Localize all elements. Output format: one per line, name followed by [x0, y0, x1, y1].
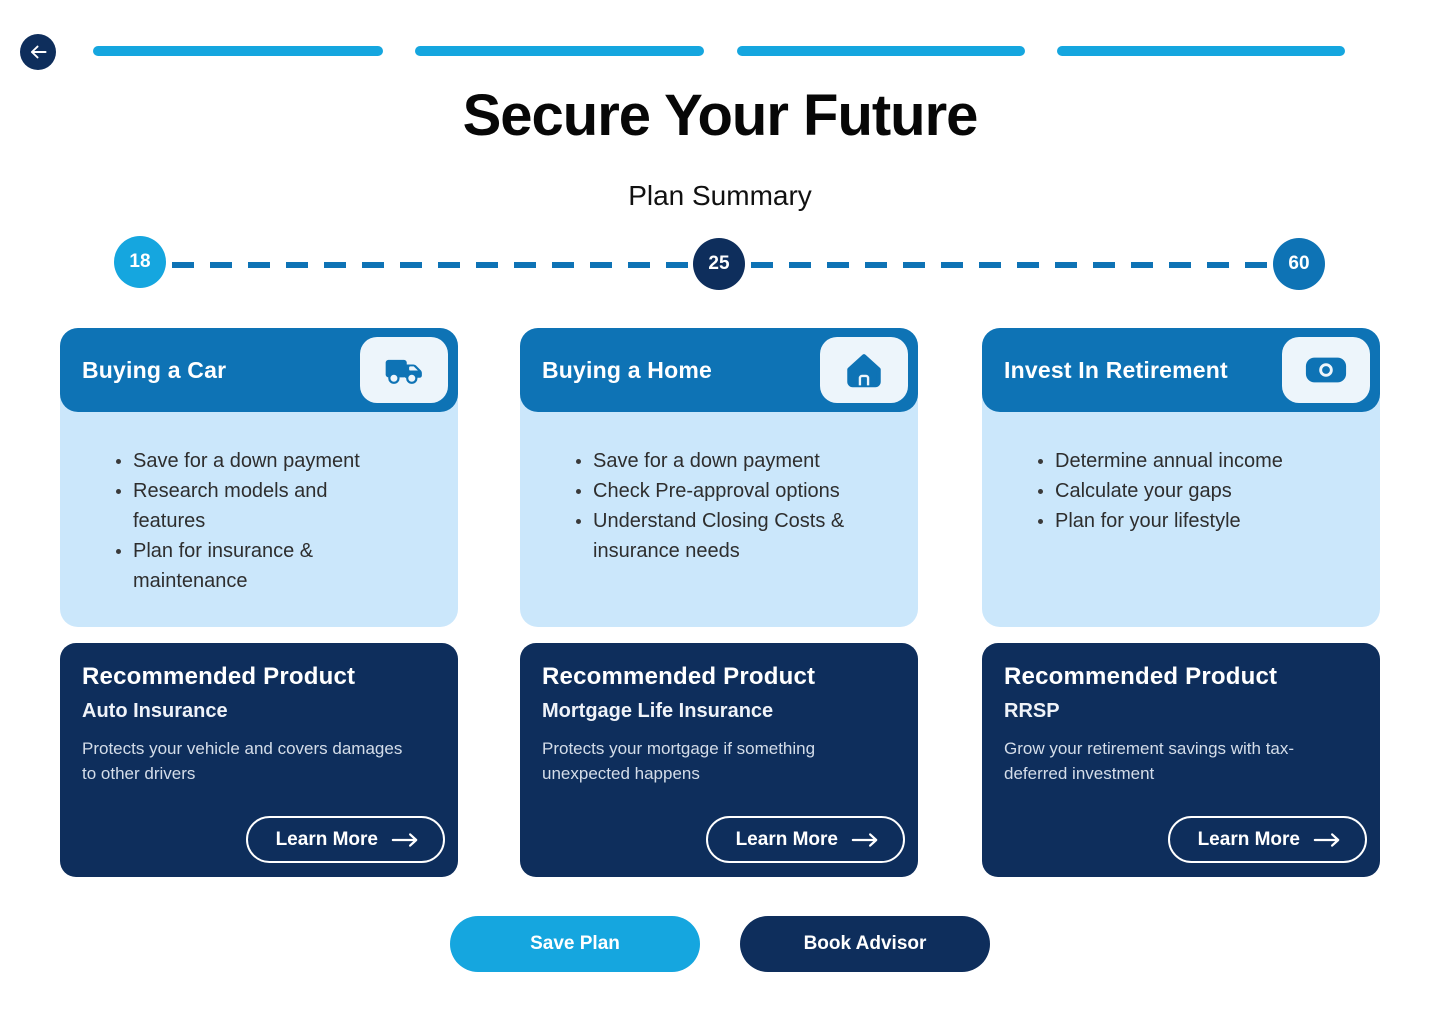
goal-bullet: Plan for insurance & maintenance — [116, 536, 381, 596]
goal-bullet: Research models and features — [116, 476, 381, 536]
goal-icon-box — [1282, 337, 1370, 403]
goal-bullet: Determine annual income — [1038, 446, 1345, 476]
timeline-node-age-60: 60 — [1273, 238, 1325, 290]
goal-card-title: Invest In Retirement — [1004, 356, 1228, 383]
timeline-node-age-18: 18 — [114, 236, 166, 288]
progress-bar-segment-3 — [737, 46, 1025, 56]
arrow-right-icon — [851, 832, 879, 848]
goal-bullet: Save for a down payment — [116, 446, 381, 476]
recommended-product-name: Mortgage Life Insurance — [542, 700, 774, 722]
recommended-heading: Recommended Product — [542, 663, 816, 690]
timeline-dashed-connector — [751, 262, 1269, 268]
money-icon — [1304, 354, 1348, 386]
recommended-description: Protects your vehicle and covers damages… — [82, 739, 403, 783]
learn-more-label: Learn More — [1197, 828, 1300, 850]
learn-more-label: Learn More — [735, 828, 838, 850]
goal-card-title: Buying a Home — [542, 356, 713, 383]
progress-bar-segment-4 — [1057, 46, 1345, 56]
goal-bullet-list: Save for a down payment Research models … — [60, 412, 458, 627]
page-subtitle: Plan Summary — [628, 180, 812, 211]
goal-bullet: Check Pre-approval options — [576, 476, 865, 506]
goal-bullet: Calculate your gaps — [1038, 476, 1345, 506]
recommended-description: Grow your retirement savings with tax-de… — [1004, 739, 1295, 783]
recommended-card-auto-insurance: Recommended Product Auto Insurance Prote… — [60, 643, 458, 877]
recommended-heading: Recommended Product — [1004, 663, 1278, 690]
goal-bullet: Understand Closing Costs & insurance nee… — [576, 506, 865, 566]
goal-card-buying-a-car: Save for a down payment Research models … — [60, 328, 458, 627]
learn-more-button[interactable]: Learn More — [705, 816, 905, 863]
back-arrow-icon — [30, 45, 47, 59]
goal-card-buying-a-home: Save for a down payment Check Pre-approv… — [520, 328, 918, 627]
timeline-node-age-25: 25 — [693, 238, 745, 290]
timeline-dashed-connector — [172, 262, 688, 268]
arrow-right-icon — [1313, 832, 1341, 848]
truck-icon — [382, 352, 426, 388]
goal-bullet-list: Save for a down payment Check Pre-approv… — [520, 412, 918, 627]
goal-icon-box — [360, 337, 448, 403]
save-plan-button[interactable]: Save Plan — [450, 916, 700, 972]
learn-more-button[interactable]: Learn More — [245, 816, 445, 863]
arrow-right-icon — [391, 832, 419, 848]
home-icon — [844, 351, 884, 389]
page-title: Secure Your Future — [462, 83, 979, 148]
learn-more-button[interactable]: Learn More — [1167, 816, 1367, 863]
recommended-heading: Recommended Product — [82, 663, 356, 690]
progress-bar-segment-1 — [93, 46, 383, 56]
recommended-card-mortgage-life-insurance: Recommended Product Mortgage Life Insura… — [520, 643, 918, 877]
goal-card-header: Buying a Home — [520, 328, 918, 412]
goal-icon-box — [820, 337, 908, 403]
recommended-product-name: RRSP — [1004, 700, 1060, 722]
age-timeline: 18 25 60 — [0, 236, 1440, 294]
book-advisor-button[interactable]: Book Advisor — [740, 916, 990, 972]
goal-card-header: Buying a Car — [60, 328, 458, 412]
goal-bullet: Plan for your lifestyle — [1038, 506, 1345, 536]
progress-bar-segment-2 — [415, 46, 704, 56]
learn-more-label: Learn More — [275, 828, 378, 850]
recommended-card-rrsp: Recommended Product RRSP Grow your retir… — [982, 643, 1380, 877]
recommended-description: Protects your mortgage if something unex… — [542, 739, 816, 783]
goal-card-invest-in-retirement: Determine annual income Calculate your g… — [982, 328, 1380, 627]
goal-card-header: Invest In Retirement — [982, 328, 1380, 412]
recommended-product-name: Auto Insurance — [82, 700, 228, 722]
goal-card-title: Buying a Car — [82, 356, 227, 383]
goal-bullet-list: Determine annual income Calculate your g… — [982, 412, 1380, 627]
goal-bullet: Save for a down payment — [576, 446, 865, 476]
back-button[interactable] — [20, 34, 56, 70]
